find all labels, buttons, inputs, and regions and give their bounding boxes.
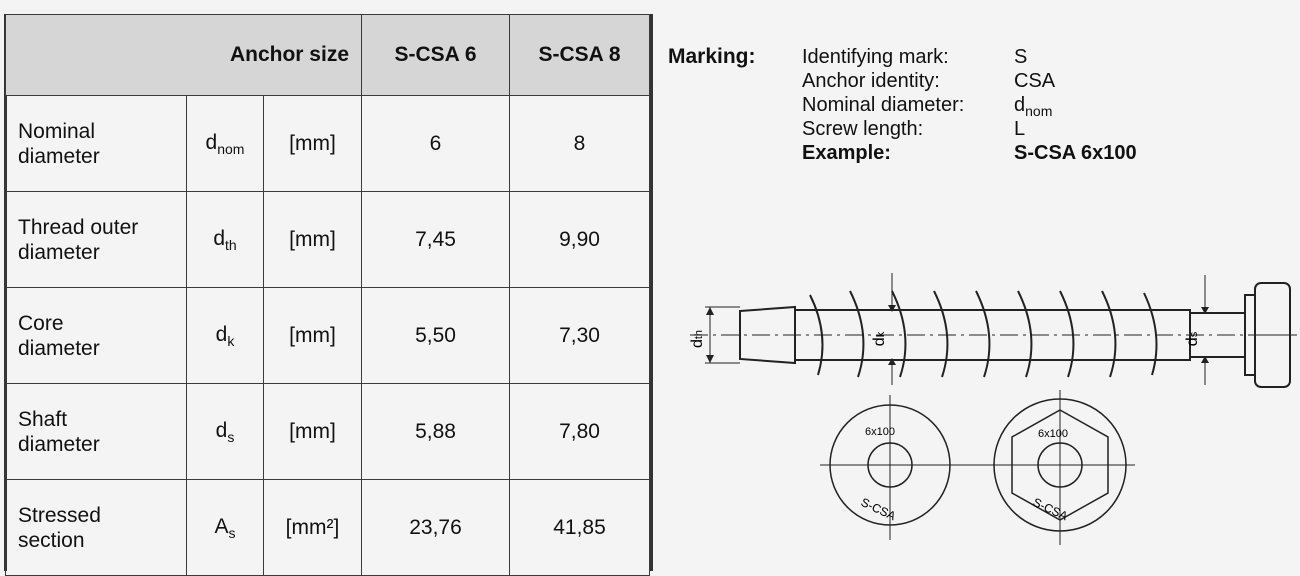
- screw-drawing: dth dk ds 6x100 S-CSA 6x100 S-CSA: [689, 273, 1300, 545]
- row-unit: [mm²]: [263, 479, 362, 576]
- row-symbol: dth: [186, 191, 264, 288]
- row-symbol: As: [186, 479, 264, 576]
- dim-th-label: dth: [689, 330, 706, 348]
- row-symbol: dnom: [186, 95, 264, 192]
- row-value-s-csa-8: 7,80: [509, 383, 650, 480]
- row-value-s-csa-6: 5,88: [361, 383, 510, 480]
- marking-item: Screw length: L: [802, 117, 1137, 141]
- top-border: [0, 0, 1300, 14]
- thread: [891, 290, 907, 378]
- marking-value-sub: nom: [1025, 103, 1053, 119]
- thread: [1101, 290, 1117, 378]
- marking-value: S-CSA 6x100: [1014, 142, 1137, 164]
- marking-value: CSA: [1014, 70, 1056, 92]
- head-view-round: [820, 395, 960, 540]
- row-unit: [mm]: [263, 191, 362, 288]
- marking-item: Nominal diameter: dnom: [802, 93, 1137, 119]
- thread: [975, 290, 991, 378]
- row-unit: [mm]: [263, 95, 362, 192]
- row-value-s-csa-6: 6: [361, 95, 510, 192]
- marking-item-example: Example: S-CSA 6x100: [802, 141, 1137, 165]
- row-value-s-csa-8: 8: [509, 95, 650, 192]
- table-header-row: Anchor size S-CSA 6 S-CSA 8: [5, 14, 650, 96]
- row-symbol: dk: [186, 287, 264, 384]
- row-value-s-csa-8: 41,85: [509, 479, 650, 576]
- marking-item: Identifying mark: S: [802, 45, 1137, 69]
- marking-value: L: [1014, 118, 1026, 140]
- marking-key: Identifying mark:: [802, 46, 949, 68]
- arrow-head: [888, 358, 896, 365]
- head-text-top: 6x100: [865, 426, 895, 438]
- arrow-head: [706, 307, 714, 315]
- thread: [809, 294, 824, 376]
- row-unit: [mm]: [263, 383, 362, 480]
- arrow-head: [706, 355, 714, 363]
- marking-key: Nominal diameter:: [802, 94, 965, 116]
- row-value-s-csa-6: 5,50: [361, 287, 510, 384]
- head-view-hex: [960, 390, 1135, 545]
- row-value-s-csa-6: 7,45: [361, 191, 510, 288]
- marking-value: d: [1014, 94, 1026, 116]
- row-unit: [mm]: [263, 287, 362, 384]
- thread: [849, 290, 865, 378]
- header-s-csa-6: S-CSA 6: [361, 14, 510, 96]
- thread: [933, 290, 949, 378]
- thread: [1059, 290, 1075, 378]
- header-anchor-size: Anchor size: [186, 14, 362, 96]
- arrow-head: [888, 305, 896, 312]
- marking-key: Example:: [802, 142, 891, 164]
- row-value-s-csa-8: 7,30: [509, 287, 650, 384]
- row-value-s-csa-8: 9,90: [509, 191, 650, 288]
- marking-list: Identifying mark: S Anchor identity: CSA N…: [802, 45, 1137, 165]
- header-blank: [5, 14, 187, 96]
- row-symbol: ds: [186, 383, 264, 480]
- header-s-csa-8: S-CSA 8: [509, 14, 650, 96]
- marking-item: Anchor identity: CSA: [802, 69, 1137, 93]
- thread: [1017, 290, 1033, 378]
- arrow-head: [1201, 356, 1209, 363]
- column-divider: [650, 14, 653, 571]
- screw-tip: [739, 305, 796, 365]
- marking-title: Marking:: [668, 45, 756, 68]
- marking-key: Anchor identity:: [802, 70, 940, 92]
- dim-k-label: dk: [871, 331, 888, 346]
- arrow-head: [1201, 307, 1209, 314]
- dim-s-label: ds: [1184, 331, 1201, 346]
- row-value-s-csa-6: 23,76: [361, 479, 510, 576]
- marking-value: S: [1014, 46, 1028, 68]
- head-text-top: 6x100: [1038, 428, 1068, 440]
- head-text-bottom: S-CSA: [1031, 495, 1070, 523]
- marking-key: Screw length:: [802, 118, 924, 140]
- thread: [1143, 292, 1158, 376]
